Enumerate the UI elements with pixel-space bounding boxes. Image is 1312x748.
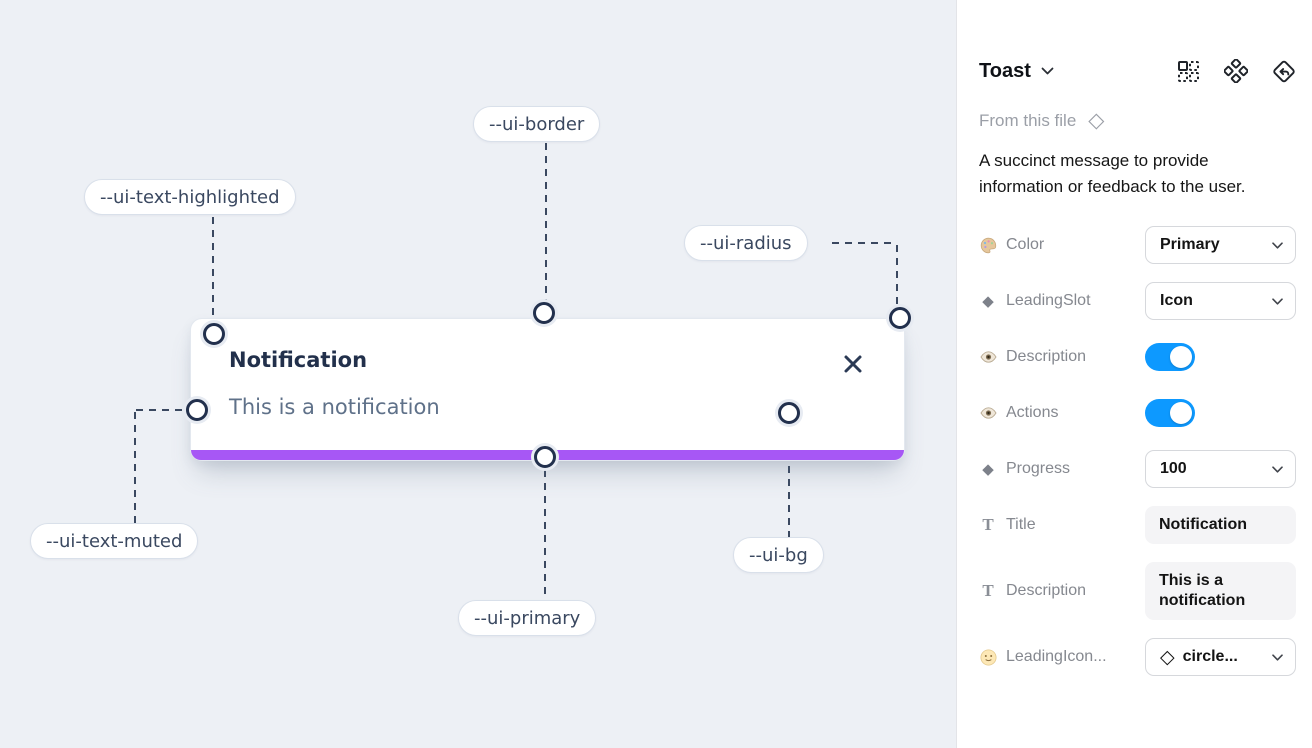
variable-label-ui-text-muted[interactable]: --ui-text-muted: [30, 523, 199, 559]
connector-line-primary: [544, 470, 546, 599]
chevron-down-icon: [1272, 465, 1283, 473]
property-label-title: T Title: [979, 515, 1145, 535]
connector-line-text-highlighted: [212, 217, 214, 323]
property-label-text: Description: [1006, 582, 1087, 599]
property-row-color: Color Primary: [979, 226, 1296, 264]
variable-label-ui-border[interactable]: --ui-border: [473, 106, 601, 142]
color-select-value: Primary: [1160, 236, 1220, 253]
property-label-progress: ◆ Progress: [979, 460, 1145, 478]
property-label-leadingicon: LeadingIcon...: [979, 648, 1145, 666]
close-icon: [844, 355, 862, 373]
property-label-actions: Actions: [979, 404, 1145, 422]
actions-toggle[interactable]: [1145, 399, 1195, 427]
canvas[interactable]: --ui-border --ui-text-highlighted --ui-r…: [0, 0, 956, 748]
chevron-down-icon: [1272, 653, 1283, 661]
chevron-down-icon: [1041, 67, 1054, 75]
property-label-description: Description: [979, 348, 1145, 366]
title-text-field[interactable]: Notification: [1145, 506, 1296, 544]
chevron-down-icon: [1272, 297, 1283, 305]
description-text-field[interactable]: This is a notification: [1145, 562, 1296, 620]
property-label-text: LeadingSlot: [1006, 292, 1091, 309]
toggle-knob: [1170, 402, 1192, 424]
property-label-description-text: T Description: [979, 581, 1145, 601]
text-icon: T: [982, 581, 994, 600]
toast-close-button[interactable]: [840, 351, 866, 377]
connector-dot-primary[interactable]: [534, 446, 556, 468]
diamond-outline-icon: ◇: [1160, 645, 1175, 668]
eye-icon: [979, 407, 997, 419]
diamond-icon: ◆: [982, 460, 994, 478]
leadingicon-select-value: circle...: [1182, 648, 1238, 665]
toast-component-preview[interactable]: Notification This is a notification: [190, 318, 905, 461]
connector-line-border: [545, 143, 547, 302]
component-diamonds-icon: [1224, 59, 1248, 83]
property-label-text: Description: [1006, 348, 1087, 365]
progress-select[interactable]: 100: [1145, 450, 1296, 488]
property-label-text: Color: [1006, 236, 1045, 253]
toast-title: Notification: [229, 348, 368, 372]
properties-panel: Toast: [956, 0, 1312, 748]
description-toggle[interactable]: [1145, 343, 1195, 371]
connector-line-text-muted-v: [134, 412, 136, 524]
property-row-description-toggle: Description: [979, 338, 1296, 376]
chevron-down-icon: [1272, 241, 1283, 249]
leadingicon-select[interactable]: ◇ circle...: [1145, 638, 1296, 676]
go-to-main-component-button[interactable]: [1272, 59, 1296, 83]
leadingslot-select[interactable]: Icon: [1145, 282, 1296, 320]
property-label-leadingslot: ◆ LeadingSlot: [979, 292, 1145, 310]
component-diamond-icon[interactable]: ◇: [1088, 109, 1105, 132]
property-label-text: LeadingIcon...: [1006, 648, 1107, 665]
property-label-text: Title: [1006, 516, 1036, 533]
property-row-title: T Title Notification: [979, 506, 1296, 544]
connector-line-bg: [788, 427, 790, 537]
component-description: A succinct message to provide informatio…: [979, 151, 1246, 196]
component-source-row: From this file ◇: [979, 110, 1296, 131]
connector-dot-text-highlighted[interactable]: [203, 323, 225, 345]
apply-instance-swap-button[interactable]: [1176, 59, 1200, 83]
connector-dot-border[interactable]: [533, 302, 555, 324]
property-label-text: Progress: [1006, 460, 1071, 477]
variable-label-ui-bg[interactable]: --ui-bg: [733, 537, 824, 573]
property-row-progress: ◆ Progress 100: [979, 450, 1296, 488]
property-label-color: Color: [979, 236, 1145, 254]
source-label: From this file: [979, 110, 1077, 130]
palette-icon: [979, 237, 997, 254]
property-row-leadingslot: ◆ LeadingSlot Icon: [979, 282, 1296, 320]
instance-grid-icon: [1178, 61, 1199, 82]
variable-label-ui-text-highlighted[interactable]: --ui-text-highlighted: [84, 179, 296, 215]
property-rows: Color Primary ◆ LeadingSlot Icon: [979, 226, 1296, 676]
panel-header: Toast: [979, 56, 1296, 86]
property-label-text: Actions: [1006, 404, 1059, 421]
property-row-actions-toggle: Actions: [979, 394, 1296, 432]
toast-description: This is a notification: [229, 395, 440, 419]
text-icon: T: [982, 515, 994, 534]
property-row-leadingicon: LeadingIcon... ◇ circle...: [979, 638, 1296, 676]
variable-label-ui-radius[interactable]: --ui-radius: [684, 225, 808, 261]
toggle-knob: [1170, 346, 1192, 368]
component-variants-button[interactable]: [1224, 59, 1248, 83]
property-row-description-text: T Description This is a notification: [979, 562, 1296, 620]
smiley-icon: [979, 649, 997, 666]
variable-label-ui-primary[interactable]: --ui-primary: [458, 600, 597, 636]
connector-dot-text-muted[interactable]: [186, 399, 208, 421]
connector-dot-radius[interactable]: [889, 307, 911, 329]
color-select[interactable]: Primary: [1145, 226, 1296, 264]
progress-select-value: 100: [1160, 460, 1187, 477]
connector-line-radius-v: [896, 245, 898, 305]
connector-dot-bg[interactable]: [778, 402, 800, 424]
connector-line-radius-h: [832, 242, 894, 244]
component-title-dropdown[interactable]: Toast: [979, 60, 1054, 83]
leadingslot-select-value: Icon: [1160, 292, 1193, 309]
diamond-icon: ◆: [982, 292, 994, 310]
panel-title: Toast: [979, 59, 1031, 82]
connector-line-text-muted-h: [136, 409, 185, 411]
go-to-main-component-icon: [1273, 60, 1295, 82]
eye-icon: [979, 351, 997, 363]
